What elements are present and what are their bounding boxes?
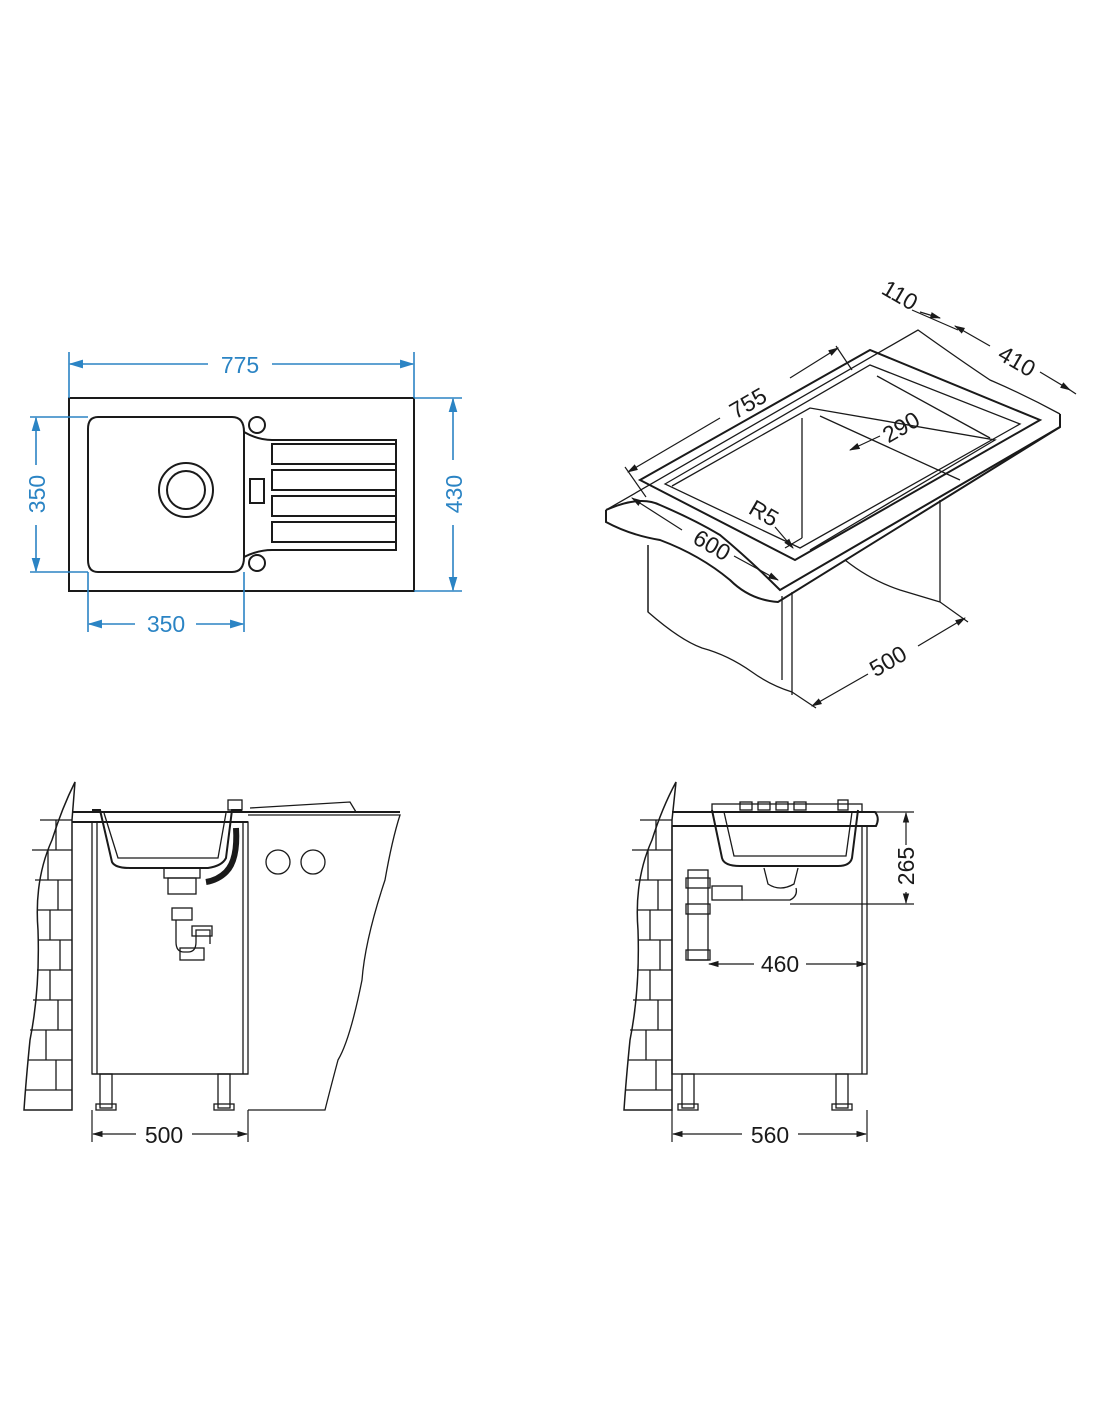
side-drain bbox=[763, 867, 799, 889]
iso-cabinet-left bbox=[647, 545, 793, 693]
dim-775: 775 bbox=[221, 352, 259, 378]
drainboard-rib-4 bbox=[271, 521, 397, 543]
dim-r5: R5 bbox=[745, 494, 783, 531]
dim-600: 600 bbox=[689, 524, 735, 566]
sink-outline bbox=[68, 397, 415, 592]
dim-290: 290 bbox=[878, 406, 924, 448]
front-worktop-cut bbox=[248, 814, 401, 1111]
dim-line-410 bbox=[954, 325, 991, 347]
drain-outer bbox=[158, 462, 214, 518]
iso-bowl bbox=[671, 407, 997, 551]
tap-hole-bottom bbox=[248, 554, 266, 572]
drainboard-rib-1 bbox=[271, 443, 397, 465]
front-section-view: 500 bbox=[23, 781, 401, 1148]
side-wall-bricks bbox=[626, 819, 672, 1091]
drainboard-rib-2 bbox=[271, 469, 397, 491]
iso-sink-rim bbox=[637, 348, 1043, 562]
drain-inner bbox=[166, 470, 206, 510]
side-wall bbox=[623, 781, 677, 1111]
dim-line-600 bbox=[631, 497, 683, 531]
side-worktop bbox=[672, 811, 879, 827]
front-trap bbox=[175, 920, 211, 953]
dim-410: 410 bbox=[994, 340, 1040, 382]
dim-line-500-iso bbox=[811, 673, 869, 707]
dim-line-755 bbox=[627, 417, 721, 473]
dim-500-iso: 500 bbox=[865, 640, 911, 682]
overflow-slot bbox=[249, 478, 265, 504]
front-wall-bricks bbox=[26, 819, 72, 1091]
dim-755: 755 bbox=[725, 382, 771, 424]
iso-worktop-back bbox=[605, 329, 1061, 511]
iso-worktop-front bbox=[605, 414, 1061, 592]
top-view: 775 430 350 350 bbox=[24, 352, 467, 637]
dim-110: 110 bbox=[878, 275, 923, 316]
drainboard-rib-3 bbox=[271, 495, 397, 517]
isometric-view: 755 600 R5 290 110 410 500 bbox=[605, 275, 1077, 709]
front-wall bbox=[23, 781, 76, 1111]
dim-560: 560 bbox=[751, 1122, 789, 1148]
front-sink-bowl bbox=[92, 809, 242, 869]
side-section-view: 265 460 560 bbox=[623, 781, 919, 1148]
dim-430: 430 bbox=[441, 475, 467, 513]
dim-line-290 bbox=[849, 435, 881, 451]
front-hose bbox=[205, 827, 240, 885]
side-sink-bowl bbox=[711, 809, 859, 867]
front-knob-1 bbox=[265, 849, 291, 875]
bowl-outline bbox=[87, 416, 245, 573]
tap-hole-top bbox=[248, 416, 266, 434]
dim-line-r5 bbox=[774, 526, 794, 549]
dim-350-horizontal: 350 bbox=[147, 611, 185, 637]
dim-350-vertical: 350 bbox=[24, 475, 50, 513]
dim-460: 460 bbox=[761, 951, 799, 977]
dim-line-110 bbox=[919, 311, 942, 319]
dim-500-front: 500 bbox=[145, 1122, 183, 1148]
front-knob-2 bbox=[300, 849, 326, 875]
dim-265: 265 bbox=[893, 847, 919, 885]
side-cabinet bbox=[671, 825, 868, 1075]
drainboard-outline bbox=[243, 431, 397, 558]
